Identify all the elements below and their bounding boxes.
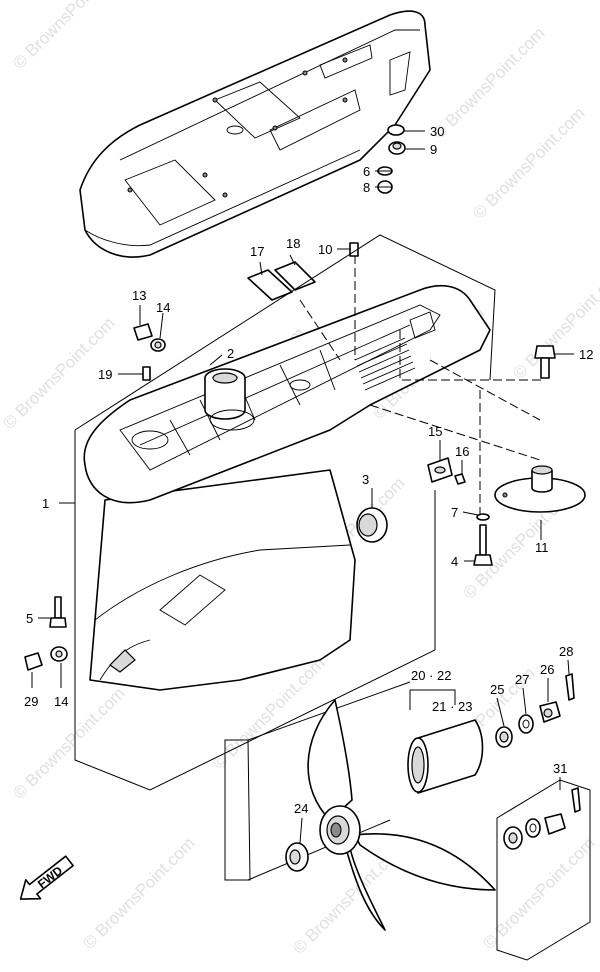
callout-4: 4 bbox=[451, 554, 458, 569]
callout-27: 27 bbox=[515, 672, 529, 687]
watermark: © BrownsPoint.com bbox=[9, 0, 128, 73]
callout-28: 28 bbox=[559, 644, 573, 659]
callout-9: 9 bbox=[430, 142, 437, 157]
callout-17: 17 bbox=[250, 244, 264, 259]
callout-26: 26 bbox=[540, 662, 554, 677]
anode-part-11 bbox=[494, 465, 586, 513]
callout-11: 11 bbox=[535, 540, 549, 555]
washer-part-24 bbox=[285, 842, 309, 872]
callout-14a: 14 bbox=[156, 300, 170, 315]
callouts: 30 9 6 8 10 17 18 13 14 2 19 12 15 16 3 … bbox=[24, 124, 593, 816]
watermark: © BrownsPoint.com bbox=[79, 834, 198, 953]
prop-hardware bbox=[495, 673, 575, 748]
callout-31: 31 bbox=[553, 761, 567, 776]
callout-1: 1 bbox=[42, 496, 49, 511]
watermark: © BrownsPoint.com bbox=[469, 104, 588, 223]
callout-5: 5 bbox=[26, 611, 33, 626]
bushing-part-21 bbox=[407, 719, 484, 794]
callout-15: 15 bbox=[428, 424, 442, 439]
plug-part-13 bbox=[133, 323, 166, 352]
callout-12: 12 bbox=[579, 347, 593, 362]
callout-8: 8 bbox=[363, 180, 370, 195]
block-part-15 bbox=[427, 457, 466, 485]
bolt-part-4 bbox=[473, 513, 493, 566]
callout-10: 10 bbox=[318, 242, 332, 257]
plates-part-17-18 bbox=[247, 261, 316, 301]
watermark: © BrownsPoint.com bbox=[509, 264, 600, 383]
callout-7: 7 bbox=[451, 505, 458, 520]
propeller bbox=[307, 699, 496, 931]
callout-24: 24 bbox=[294, 801, 308, 816]
guide-lines bbox=[299, 255, 541, 515]
callout-19: 19 bbox=[98, 367, 112, 382]
fwd-arrow: FWD bbox=[19, 855, 74, 900]
callout-25: 25 bbox=[490, 682, 504, 697]
callout-13: 13 bbox=[132, 288, 146, 303]
housing-boundary bbox=[74, 234, 496, 791]
callout-20-22: 20 · 22 bbox=[411, 668, 451, 683]
watermark: © BrownsPoint.com bbox=[429, 24, 548, 143]
bolt-part-12 bbox=[534, 345, 556, 379]
callout-16: 16 bbox=[455, 444, 469, 459]
seal-ring-part-3 bbox=[356, 507, 388, 543]
upper-cover bbox=[79, 10, 431, 258]
leader-lines bbox=[31, 130, 574, 844]
callout-14b: 14 bbox=[54, 694, 68, 709]
callout-29: 29 bbox=[24, 694, 38, 709]
gear-case-housing bbox=[83, 284, 545, 691]
bolt-part-5 bbox=[49, 596, 67, 628]
callout-30: 30 bbox=[430, 124, 444, 139]
pin-part-19 bbox=[142, 366, 151, 381]
callout-6: 6 bbox=[363, 164, 370, 179]
callout-3: 3 bbox=[362, 472, 369, 487]
callout-2: 2 bbox=[227, 346, 234, 361]
plug-part-29 bbox=[24, 646, 68, 671]
callout-21-23: 21 · 23 bbox=[432, 699, 472, 714]
callout-18: 18 bbox=[286, 236, 300, 251]
